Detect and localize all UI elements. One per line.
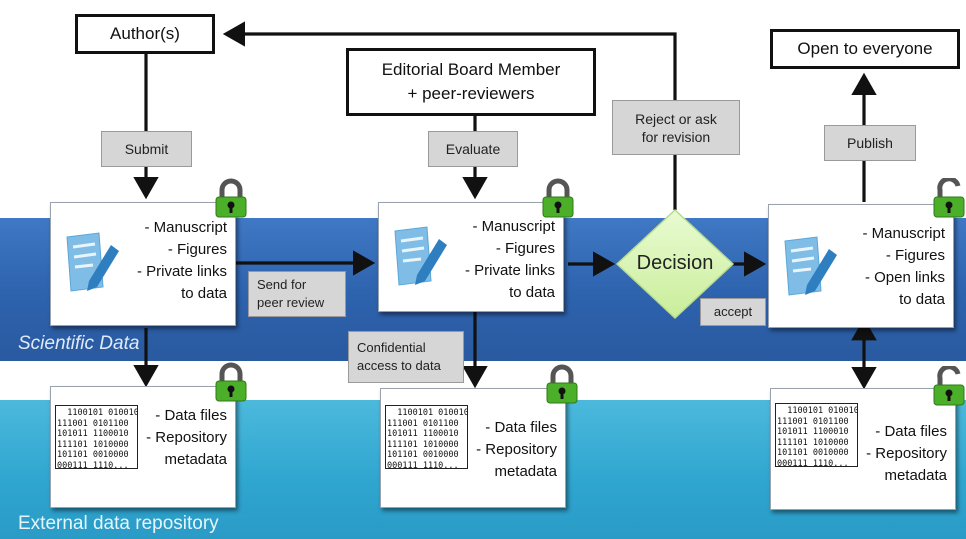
data-items: - Data files - Repository metadata [146,407,227,468]
manuscript-items: - Manuscript - Figures - Private links t… [464,218,555,301]
data-items: - Data files - Repository metadata [866,423,947,484]
open-to-everyone-node: Open to everyone [770,29,960,69]
document-pencil-icon [394,226,447,286]
data-card-review: 1100101 0100101 111001 0101100 101011 11… [380,388,566,508]
evaluate-label: Evaluate [428,131,518,167]
accept-label: accept [700,298,766,326]
padlock-closed-icon [215,362,247,402]
manuscript-card-published: - Manuscript - Figures - Open links to d… [768,204,954,328]
editorial-node: Editorial Board Member + peer-reviewers [346,48,596,116]
binary-data-icon: 1100101 0100101 111001 0101100 101011 11… [55,405,138,469]
decision-label: Decision [636,252,714,274]
binary-data-icon: 1100101 0100101 111001 0101100 101011 11… [775,403,858,467]
padlock-closed-icon [546,364,578,404]
publish-label: Publish [824,125,916,161]
send-for-review-label: Send for peer review [248,271,346,317]
submit-label: Submit [101,131,192,167]
manuscript-items: - Manuscript - Figures - Private links t… [136,219,227,302]
authors-node: Author(s) [75,14,215,54]
data-card-published: 1100101 0100101 111001 0101100 101011 11… [770,388,956,510]
manuscript-card-review: - Manuscript - Figures - Private links t… [378,202,564,312]
padlock-open-icon [933,178,965,218]
data-items: - Data files - Repository metadata [476,419,557,480]
external-repository-label: External data repository [18,513,219,534]
scientific-data-label: Scientific Data [18,333,140,354]
padlock-closed-icon [215,178,247,218]
document-pencil-icon [784,236,837,296]
open-label: Open to everyone [797,39,933,58]
padlock-open-icon [933,366,965,406]
editorial-label: Editorial Board Member + peer-reviewers [381,60,561,103]
authors-label: Author(s) [110,24,180,43]
manuscript-items: - Manuscript - Figures - Open links to d… [862,225,945,308]
confidential-access-label: Confidential access to data [348,331,464,383]
padlock-closed-icon [542,178,574,218]
manuscript-card-submitted: - Manuscript - Figures - Private links t… [50,202,236,326]
binary-data-icon: 1100101 0100101 111001 0101100 101011 11… [385,405,468,469]
reject-label: Reject or ask for revision [612,100,740,155]
data-card-submitted: 1100101 0100101 111001 0101100 101011 11… [50,386,236,508]
document-pencil-icon [66,232,119,292]
